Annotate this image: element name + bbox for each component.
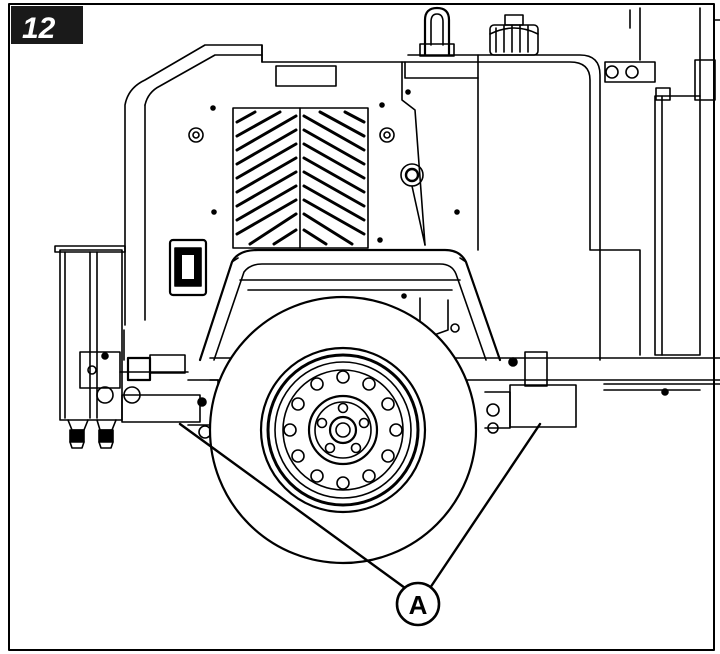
lug-nuts [316, 402, 370, 454]
tank-strap [604, 61, 656, 83]
jack-assembly [54, 245, 189, 449]
callout-label: A [409, 590, 428, 620]
fuel-cap [489, 14, 539, 56]
callout-circle [395, 581, 441, 627]
step-number-badge: 12 [11, 6, 83, 45]
rim-outer [259, 346, 427, 514]
hub [307, 394, 379, 466]
figure-border [8, 3, 715, 651]
leader-line [428, 422, 542, 590]
lift-eye [419, 6, 455, 57]
warning-decal [168, 238, 208, 297]
side-cabinet [654, 95, 701, 356]
leader-line [178, 422, 407, 590]
wheel [208, 295, 478, 565]
vent-louvers-right [302, 110, 366, 246]
hood-bolts [188, 102, 395, 243]
vent-louvers-left [235, 110, 298, 246]
fender-frame [198, 248, 502, 362]
tire [208, 295, 478, 565]
fuel-tank [401, 61, 641, 356]
rim-holes [283, 370, 403, 490]
step-number: 12 [22, 12, 56, 45]
callout-a: A [178, 422, 542, 627]
hood-latch [275, 65, 337, 87]
machine-body [54, 6, 720, 449]
mount-bracket-right [484, 384, 577, 434]
